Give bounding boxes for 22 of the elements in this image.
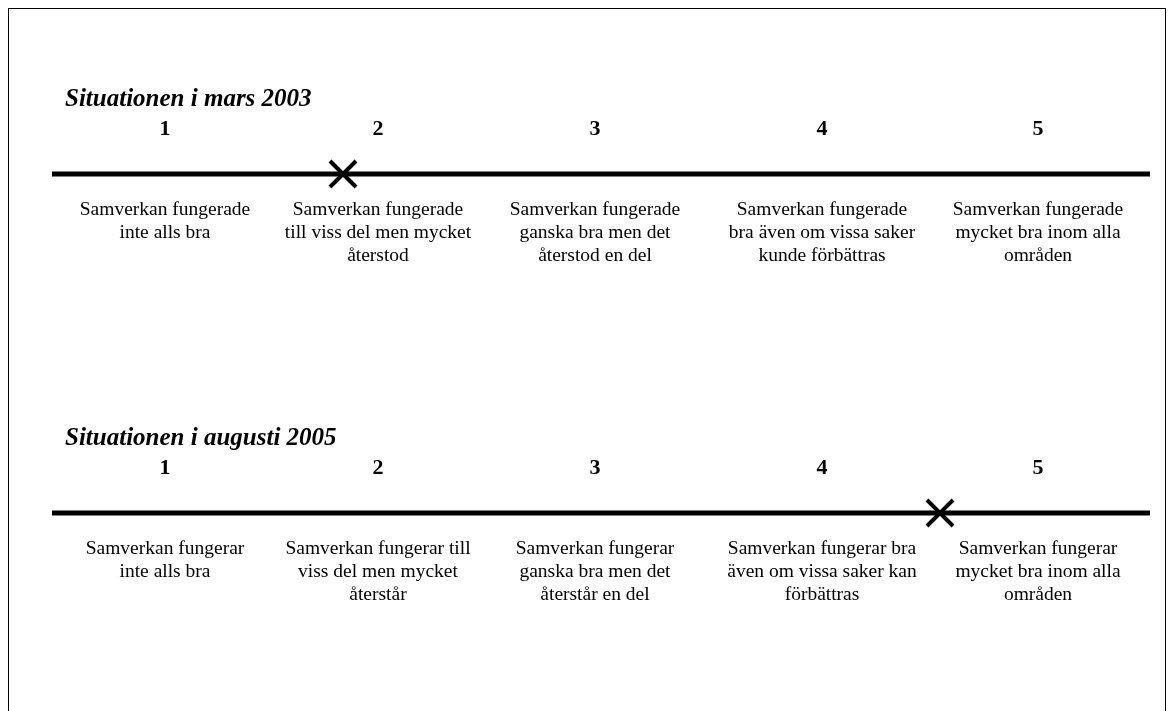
scale-number: 2 (371, 454, 385, 480)
scale-number: 4 (815, 454, 829, 480)
scale-number: 3 (588, 454, 602, 480)
scale-number: 4 (815, 115, 829, 141)
scale-description: Samverkan fungerade mycket bra inom alla områden (951, 197, 1125, 266)
scale-number: 3 (588, 115, 602, 141)
scale-description: Samverkan fungerade bra även om vissa saker kunde förbättras (727, 197, 917, 266)
scale-description: Samverkan fungerade inte alls bra (78, 197, 252, 243)
scale-description: Samverkan fungerar till viss del men mycket återstår (284, 536, 472, 605)
scale-number: 1 (158, 454, 172, 480)
scale-description: Samverkan fungerar bra även om vissa saker kan förbättras (727, 536, 917, 605)
scale-number: 2 (371, 115, 385, 141)
scale-number: 5 (1031, 454, 1045, 480)
scale-number: 1 (158, 115, 172, 141)
scale-description: Samverkan fungerar mycket bra inom alla områden (954, 536, 1122, 605)
section-heading: Situationen i mars 2003 (65, 84, 312, 112)
scale-description: Samverkan fungerar ganska bra men det återstår en del (514, 536, 676, 605)
section-heading: Situationen i augusti 2005 (65, 423, 337, 451)
scale-number: 5 (1031, 115, 1045, 141)
scale-description: Samverkan fungerar inte alls bra (84, 536, 246, 582)
scale-description: Samverkan fungerade till viss del men mycket återstod (283, 197, 473, 266)
scale-description: Samverkan fungerade ganska bra men det återstod en del (508, 197, 682, 266)
